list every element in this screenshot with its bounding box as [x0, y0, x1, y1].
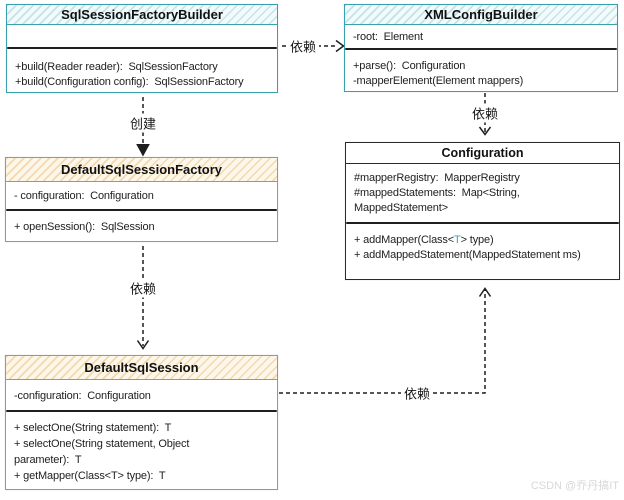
- compartment-divider: [7, 47, 277, 50]
- class-title: DefaultSqlSessionFactory: [6, 158, 277, 182]
- class-title: XMLConfigBuilder: [345, 5, 617, 25]
- compartment-divider: [346, 222, 619, 225]
- relation-label-dependency: 依赖: [400, 383, 434, 403]
- method-addmapper-pre: + addMapper(Class<: [354, 234, 455, 247]
- methods-compartment: + openSession(): SqlSession: [6, 211, 277, 235]
- method-opensession: + openSession(): SqlSession: [14, 221, 155, 234]
- method-build-configuration: +build(Configuration config): SqlSession…: [15, 76, 244, 89]
- relation-label-dependency: 依赖: [126, 278, 160, 298]
- fields-compartment: [7, 25, 277, 47]
- field-mappedstatements: #mappedStatements: Map<String,: [354, 187, 520, 199]
- type-param-t: T: [454, 234, 461, 247]
- relation-label-dependency: 依赖: [468, 103, 502, 123]
- class-title: SqlSessionFactoryBuilder: [7, 5, 277, 25]
- method-addmapper-post: > type): [460, 234, 494, 247]
- field-mappedstatements-wrap: MappedStatement>: [354, 202, 448, 214]
- class-title: DefaultSqlSession: [6, 356, 277, 380]
- method-addmappedstatement: + addMappedStatement(MappedStatement ms): [354, 249, 581, 262]
- fields-compartment: -configuration: Configuration: [6, 380, 277, 410]
- arrowhead-down-open-icon: [136, 340, 150, 350]
- dependency-line-session-to-configuration: [279, 290, 486, 394]
- fields-compartment: #mapperRegistry: MapperRegistry #mappedS…: [346, 164, 619, 222]
- class-xmlconfigbuilder: XMLConfigBuilder -root: Element +parse()…: [344, 4, 618, 92]
- class-title: Configuration: [346, 143, 619, 164]
- compartment-divider: [345, 48, 617, 51]
- method-parse: +parse(): Configuration: [353, 60, 466, 73]
- class-defaultsqlsession: DefaultSqlSession -configuration: Config…: [5, 355, 278, 490]
- relation-label-dependency: 依赖: [286, 36, 320, 56]
- class-defaultsqlsessionfactory: DefaultSqlSessionFactory - configuration…: [5, 157, 278, 242]
- field-configuration: -configuration: Configuration: [14, 390, 151, 402]
- method-getmapper: + getMapper(Class<T> type): T: [14, 470, 166, 483]
- methods-compartment: + addMapper(Class<T> type) + addMappedSt…: [346, 224, 619, 263]
- methods-compartment: +parse(): Configuration -mapperElement(E…: [345, 50, 617, 89]
- fields-compartment: -root: Element: [345, 25, 617, 48]
- method-selectone: + selectOne(String statement): T: [14, 422, 172, 435]
- methods-compartment: + selectOne(String statement): T + selec…: [6, 412, 277, 484]
- csdn-watermark: CSDN @乔丹搞IT: [530, 480, 619, 492]
- relation-label-create: 创建: [126, 113, 160, 133]
- compartment-divider: [6, 410, 277, 413]
- compartment-divider: [6, 209, 277, 212]
- method-mapperelement: -mapperElement(Element mappers): [353, 75, 524, 88]
- arrowhead-down-filled-icon: [136, 144, 150, 157]
- method-addmapper: + addMapper(Class<T> type): [354, 233, 617, 248]
- arrowhead-down-open-icon: [478, 126, 492, 136]
- field-mapperregistry: #mapperRegistry: MapperRegistry: [354, 172, 520, 184]
- class-configuration: Configuration #mapperRegistry: MapperReg…: [345, 142, 620, 280]
- method-selectone-object-wrap: parameter): T: [14, 454, 82, 467]
- arrowhead-right-open-icon: [335, 39, 345, 53]
- fields-compartment: - configuration: Configuration: [6, 182, 277, 209]
- method-build-reader: +build(Reader reader): SqlSessionFactory: [15, 61, 218, 74]
- field-configuration: - configuration: Configuration: [14, 190, 154, 202]
- methods-compartment: +build(Reader reader): SqlSessionFactory…: [7, 49, 277, 90]
- method-selectone-object: + selectOne(String statement, Object: [14, 438, 190, 451]
- field-root: -root: Element: [353, 31, 423, 43]
- arrowhead-up-open-icon: [478, 287, 492, 297]
- class-sqlsessionfactorybuilder: SqlSessionFactoryBuilder +build(Reader r…: [6, 4, 278, 93]
